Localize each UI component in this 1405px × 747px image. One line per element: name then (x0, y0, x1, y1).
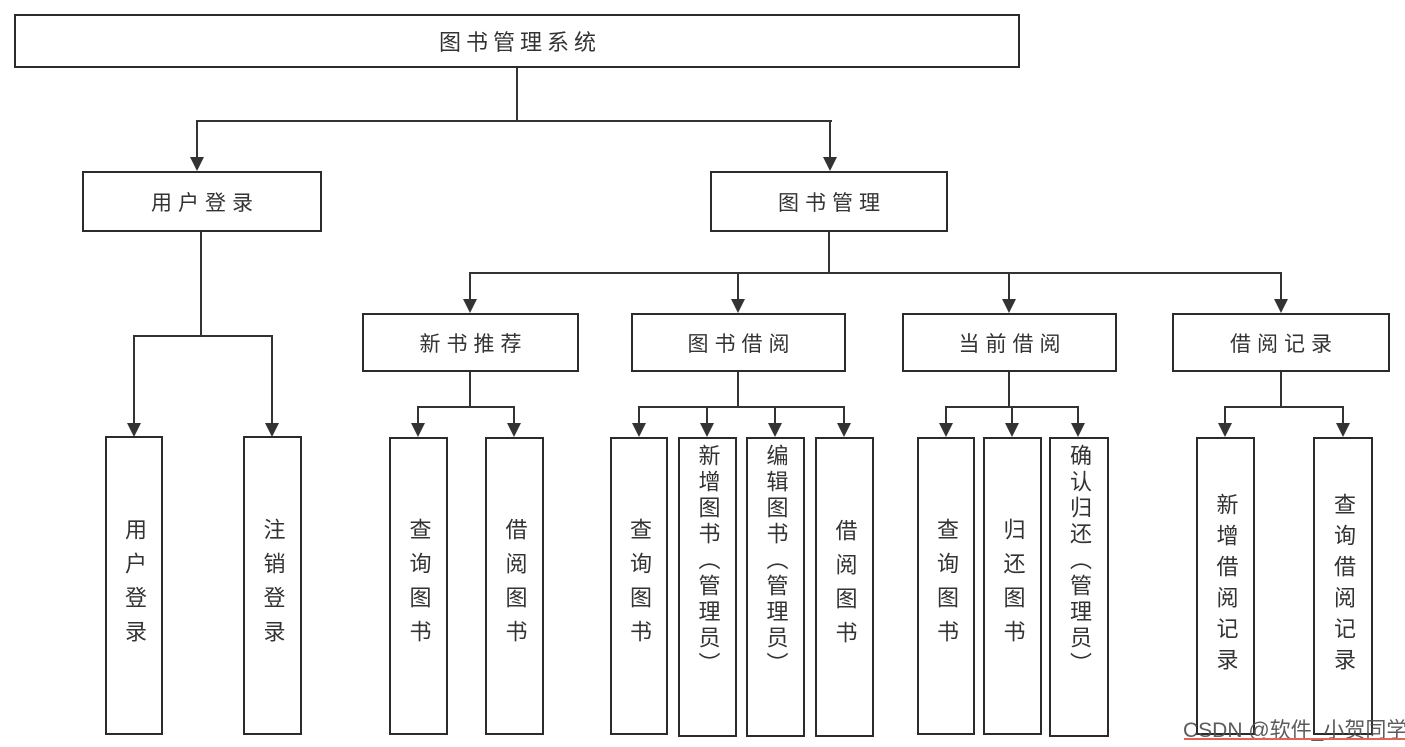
node-box-book-borrow: 图书借阅 (631, 313, 846, 372)
node-box-new-book-rec: 新书推荐 (362, 313, 579, 372)
arrowhead-book-mgmt (823, 157, 837, 171)
arrowhead-cb-query (939, 423, 953, 437)
arrowhead-br-query (1336, 423, 1350, 437)
connector-new-book-rec-stem (469, 372, 471, 406)
node-label-br-add: 新增借阅记录 (1213, 493, 1239, 679)
connector-drop-book-borrow (737, 272, 739, 301)
node-box-nbr-query: 查询图书 (389, 437, 448, 735)
arrowhead-borrow-record (1274, 299, 1288, 313)
arrowhead-ul-login (127, 423, 141, 437)
node-box-root: 图书管理系统 (14, 14, 1020, 68)
node-box-bb-borrow: 借阅图书 (815, 437, 874, 737)
node-box-cb-return: 归还图书 (983, 437, 1042, 735)
connector-drop-bb-edit (774, 406, 776, 425)
arrowhead-bb-query (632, 423, 646, 437)
connector-drop-nbr-borrow (513, 406, 515, 425)
connector-book-borrow-stem (737, 372, 739, 406)
node-box-bb-edit: 编辑图书（管理员） (746, 437, 805, 737)
connector-book-mgmt-stem (828, 232, 830, 272)
arrowhead-nbr-query (411, 423, 425, 437)
node-label-nbr-borrow: 借阅图书 (502, 518, 528, 654)
connector-level3-bus (469, 272, 1282, 274)
node-label-borrow-record: 借阅记录 (1230, 332, 1338, 356)
connector-drop-br-query (1342, 406, 1344, 425)
connector-drop-borrow-record (1280, 272, 1282, 301)
node-label-nbr-query: 查询图书 (406, 518, 432, 654)
node-label-ul-logout: 注销登录 (260, 517, 286, 654)
watermark-underline (1184, 738, 1405, 740)
connector-drop-user-login (196, 120, 198, 159)
arrowhead-new-book-rec (463, 299, 477, 313)
connector-root-stem (516, 68, 518, 120)
node-label-user-login: 用户登录 (151, 191, 259, 215)
node-label-root: 图书管理系统 (438, 30, 601, 55)
arrowhead-bb-borrow (837, 423, 851, 437)
connector-drop-new-book-rec (469, 272, 471, 301)
connector-drop-cb-confirm (1077, 406, 1079, 425)
node-label-bb-add: 新增图书（管理员） (695, 444, 721, 678)
connector-current-borrow-stem (1008, 372, 1010, 406)
node-label-cb-return: 归还图书 (1000, 518, 1026, 654)
node-box-borrow-record: 借阅记录 (1172, 313, 1390, 372)
connector-drop-br-add (1224, 406, 1226, 425)
connector-new-book-rec-bus (417, 406, 515, 408)
connector-user-login-stem (200, 232, 202, 335)
node-label-book-mgmt: 图书管理 (778, 191, 886, 215)
node-label-bb-query: 查询图书 (627, 518, 652, 654)
arrowhead-cb-confirm (1071, 423, 1085, 437)
node-box-current-borrow: 当前借阅 (902, 313, 1117, 372)
connector-drop-nbr-query (417, 406, 419, 425)
connector-borrow-record-stem (1280, 372, 1282, 406)
node-label-ul-login: 用户登录 (122, 517, 147, 654)
connector-drop-current-borrow (1008, 272, 1010, 301)
node-label-cb-query: 查询图书 (934, 518, 959, 654)
connector-book-borrow-bus (638, 406, 845, 408)
node-label-br-query: 查询借阅记录 (1331, 493, 1356, 679)
arrowhead-br-add (1218, 423, 1232, 437)
arrowhead-bb-add (700, 423, 714, 437)
node-label-book-borrow: 图书借阅 (687, 332, 796, 356)
arrowhead-nbr-borrow (507, 423, 521, 437)
node-label-bb-borrow: 借阅图书 (832, 519, 858, 655)
arrowhead-user-login (190, 157, 204, 171)
node-box-br-query: 查询借阅记录 (1313, 437, 1373, 735)
node-box-user-login: 用户登录 (82, 171, 322, 232)
connector-drop-bb-query (638, 406, 640, 425)
watermark: CSDN @软件_小贺同学 (1183, 714, 1405, 744)
connector-drop-bb-borrow (843, 406, 845, 425)
node-box-bb-add: 新增图书（管理员） (678, 437, 737, 737)
connector-user-login-bus (133, 335, 273, 337)
node-box-book-mgmt: 图书管理 (710, 171, 948, 232)
node-box-nbr-borrow: 借阅图书 (485, 437, 544, 735)
arrowhead-ul-logout (265, 423, 279, 437)
connector-drop-bb-add (706, 406, 708, 425)
connector-level2-bus (196, 120, 832, 122)
arrowhead-book-borrow (731, 299, 745, 313)
connector-drop-cb-query (945, 406, 947, 425)
node-label-current-borrow: 当前借阅 (958, 332, 1067, 356)
node-label-new-book-rec: 新书推荐 (419, 332, 528, 356)
connector-drop-ul-logout (271, 335, 273, 425)
node-box-bb-query: 查询图书 (610, 437, 668, 735)
connector-drop-cb-return (1011, 406, 1013, 425)
node-label-bb-edit: 编辑图书（管理员） (763, 444, 789, 678)
node-box-cb-confirm: 确认归还（管理员） (1049, 437, 1109, 737)
arrowhead-cb-return (1005, 423, 1019, 437)
node-box-cb-query: 查询图书 (917, 437, 975, 735)
node-label-cb-confirm: 确认归还（管理员） (1067, 444, 1092, 678)
connector-drop-ul-login (133, 335, 135, 425)
arrowhead-current-borrow (1002, 299, 1016, 313)
node-box-ul-logout: 注销登录 (243, 436, 302, 735)
watermark-text: CSDN @软件_小贺同学 (1183, 719, 1405, 742)
connector-drop-book-mgmt (829, 120, 831, 159)
connector-borrow-record-bus (1224, 406, 1344, 408)
arrowhead-bb-edit (768, 423, 782, 437)
node-box-ul-login: 用户登录 (105, 436, 163, 735)
node-box-br-add: 新增借阅记录 (1196, 437, 1255, 735)
